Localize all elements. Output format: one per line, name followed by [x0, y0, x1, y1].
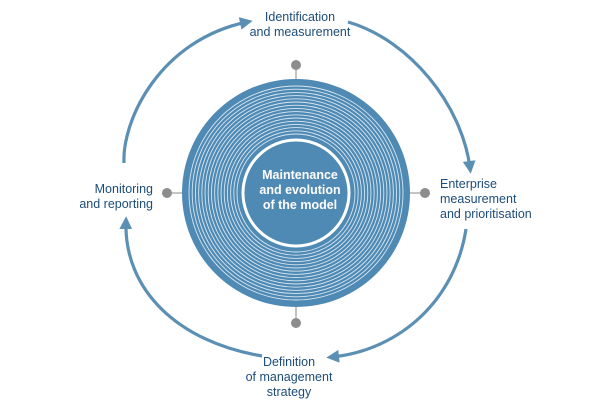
center-label-line-3: of the model [262, 198, 338, 212]
ring-line [236, 133, 356, 253]
ring-line [217, 114, 375, 272]
stage-label-line: and prioritisation [440, 207, 532, 221]
stage-label-line: Definition [262, 355, 316, 369]
arrow-right-to-bottom [326, 228, 468, 363]
connector-dot-bottom [291, 318, 301, 328]
stage-label-identification: Identification and measurement [200, 10, 400, 40]
concentric-rings [188, 85, 404, 301]
stage-label-line: and reporting [79, 197, 153, 211]
connector-dot-top [291, 60, 301, 70]
ring-line [230, 127, 362, 259]
arrow-top-to-right [347, 20, 476, 174]
stage-label-line: Enterprise [440, 177, 497, 191]
ring-line [220, 117, 372, 269]
stage-label-line: measurement [440, 192, 517, 206]
ring-line [204, 101, 388, 285]
ring-line [207, 104, 385, 282]
ring-line [226, 123, 366, 263]
stage-label-definition: Definition of management strategy [209, 355, 369, 400]
stage-label-line: of management [245, 370, 333, 384]
ring-line [201, 98, 391, 288]
inner-circle-border [241, 138, 351, 248]
stage-label-enterprise: Enterprise measurement and prioritisatio… [440, 177, 532, 222]
center-label-line-2: and evolution [259, 183, 341, 197]
center-label: Maintenance and evolution of the model [240, 168, 360, 213]
stage-label-monitoring: Monitoring and reporting [20, 182, 153, 212]
center-label-line-1: Maintenance [262, 168, 338, 182]
ring-line [194, 91, 398, 295]
stage-label-line: Monitoring [94, 182, 153, 196]
arrow-bottom-to-left [119, 216, 263, 358]
ring-line [210, 107, 382, 279]
ring-line [223, 120, 369, 266]
arrow-left-to-top [122, 17, 253, 164]
connector-dot-left [162, 188, 172, 198]
ring-line [233, 130, 359, 256]
stage-label-line: and measurement [249, 25, 351, 39]
ring-line [214, 111, 378, 275]
ring-line [198, 95, 394, 291]
ring-line [191, 88, 401, 298]
connector-dot-right [420, 188, 430, 198]
ring-line [188, 85, 404, 301]
stage-label-line: strategy [266, 385, 312, 399]
stage-label-line: Identification [264, 10, 336, 24]
